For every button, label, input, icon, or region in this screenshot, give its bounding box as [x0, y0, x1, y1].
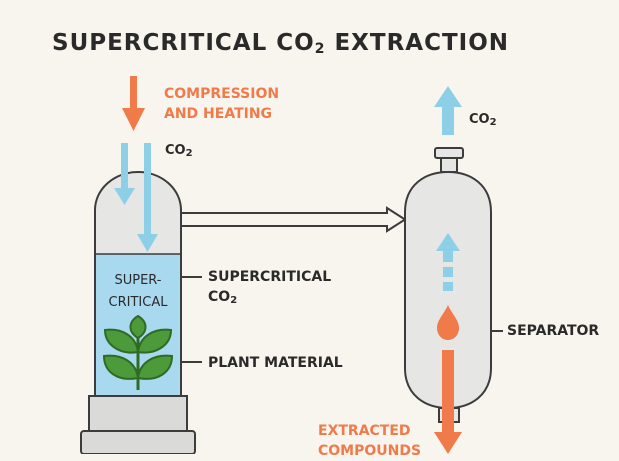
- co2-outlet-arrow: [434, 86, 462, 135]
- separator-label: SEPARATOR: [507, 323, 600, 339]
- compression-label: COMPRESSION AND HEATING: [164, 86, 280, 122]
- plant-icon: [102, 314, 174, 390]
- extracted-compounds-arrow: [434, 350, 462, 454]
- co2-inlet-arrows: [114, 143, 158, 252]
- co2-inlet-label: CO2: [165, 143, 193, 159]
- droplet-icon: [437, 305, 459, 340]
- gas-rising-arrow: [436, 233, 460, 291]
- supercritical-label: SUPERCRITICAL CO2: [208, 269, 332, 306]
- compression-arrow: [122, 76, 145, 131]
- plant-material-label: PLANT MATERIAL: [208, 355, 343, 371]
- extracted-compounds-label: EXTRACTED COMPOUNDS: [318, 423, 422, 459]
- vessel-inner-label: SUPER- CRITICAL: [108, 273, 168, 310]
- diagram-title: SUPERCRITICAL CO2 EXTRACTION: [52, 30, 510, 57]
- transfer-pipe-arrow: [181, 206, 407, 233]
- co2-outlet-label: CO2: [469, 112, 497, 128]
